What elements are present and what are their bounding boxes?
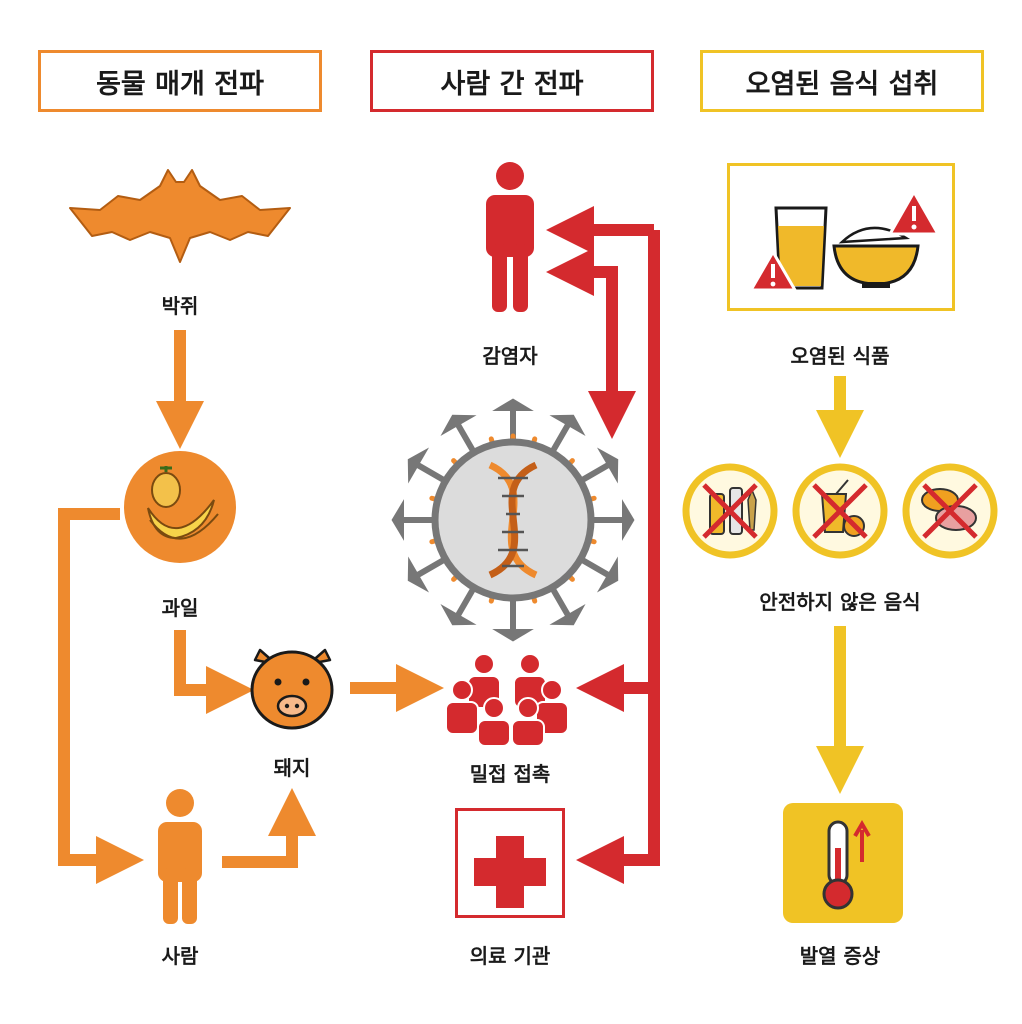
juice-glass-icon	[774, 206, 828, 290]
fruit-icon	[124, 451, 236, 563]
label-pig: 돼지	[273, 756, 311, 780]
rice-bowl-icon	[832, 226, 920, 288]
no-juice-fruit-icon	[792, 463, 888, 559]
header-animal-transmission: 동물 매개 전파	[38, 50, 322, 112]
header-food-transmission: 오염된 음식 섭취	[700, 50, 984, 112]
virus-icon	[395, 398, 631, 638]
label-person: 사람	[161, 944, 199, 968]
infected-person-icon	[486, 162, 534, 312]
bat-icon	[69, 169, 291, 263]
label-medical: 의료 기관	[469, 944, 551, 968]
label-unsafe-food: 안전하지 않은 음식	[759, 590, 921, 614]
thermometer-icon	[822, 820, 871, 910]
label-fever: 발열 증상	[799, 944, 881, 968]
warning-icon	[749, 250, 797, 292]
arrow-person-to-pig	[222, 788, 316, 868]
close-contact-group-icon	[445, 653, 569, 747]
header-human-transmission: 사람 간 전파	[370, 50, 654, 112]
medical-cross-icon	[474, 836, 546, 908]
label-contaminated-food: 오염된 식품	[790, 344, 890, 368]
warning-icon	[888, 190, 940, 236]
arrow-fruit-to-pig	[174, 630, 254, 714]
label-infected: 감염자	[482, 344, 538, 368]
label-bat: 박쥐	[161, 294, 199, 318]
label-close-contact: 밀접 접촉	[469, 762, 551, 786]
no-bottled-drinks-icon	[682, 463, 778, 559]
person-icon	[158, 789, 202, 924]
arrow-to-infected-lower	[546, 248, 618, 410]
label-fruit: 과일	[161, 596, 199, 620]
no-raw-meat-icon	[902, 463, 998, 559]
arrow-fruit-to-person	[58, 508, 144, 884]
arrow-to-medical	[576, 230, 660, 884]
pig-icon	[250, 648, 334, 730]
